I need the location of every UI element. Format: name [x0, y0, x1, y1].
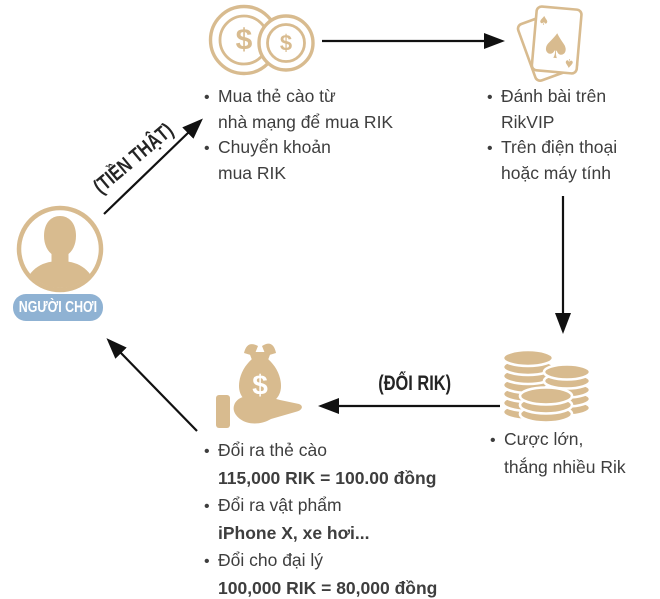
coin-stacks-icon — [502, 348, 592, 424]
bullet-icon: • — [204, 89, 210, 106]
list-item: iPhone X, xe hơi... — [218, 523, 370, 543]
money-bag-hand-icon: $ — [216, 343, 302, 428]
spade-glyph: ♠ — [563, 56, 575, 71]
playing-cards-icon: ♠ ♠ ♠ — [516, 5, 583, 82]
spade-glyph: ♠ — [539, 26, 573, 69]
list-item: • Đổi ra thẻ cào — [204, 437, 437, 465]
list-item: thắng nhiều Rik — [504, 457, 626, 477]
bullet-icon: • — [204, 553, 210, 570]
bullet-icon: • — [204, 443, 210, 460]
real-money-label: (TIỀN THẬT) — [89, 118, 178, 199]
player-avatar-icon — [16, 205, 104, 293]
bullet-icon: • — [204, 140, 210, 157]
list-item: hoặc máy tính — [501, 163, 611, 183]
dollar-glyph: $ — [236, 24, 253, 57]
list-item: mua RIK — [218, 163, 287, 183]
list-item: • Đổi cho đại lý — [204, 547, 437, 575]
coins-icon: $ $ — [208, 4, 315, 76]
list-item: • Trên điện thoại — [487, 135, 617, 161]
player-label: NGƯỜI CHƠI — [18, 298, 98, 316]
exchange-rik-label: (ĐỔI RIK) — [378, 372, 452, 395]
buy-step-text: • Mua thẻ cào từ nhà mạng để mua RIK • C… — [204, 84, 393, 186]
play-step-text: • Đánh bài trên RikVIP • Trên điện thoại… — [487, 84, 617, 186]
arrow-redeem-to-player — [106, 338, 198, 432]
list-item: 100,000 RIK = 80,000 đồng — [218, 578, 438, 598]
list-item: • Chuyển khoản — [204, 135, 393, 161]
bullet-icon: • — [487, 89, 493, 106]
dollar-glyph: $ — [252, 370, 268, 401]
bullet-icon: • — [487, 140, 493, 157]
win-step-text: • Cược lớn, thắng nhiều Rik — [490, 426, 626, 481]
list-item: • Mua thẻ cào từ — [204, 84, 393, 110]
list-item: • Đổi ra vật phẩm — [204, 492, 437, 520]
bullet-icon: • — [204, 498, 210, 515]
list-item: nhà mạng để mua RIK — [218, 112, 394, 132]
list-item: • Đánh bài trên — [487, 84, 617, 110]
list-item: • Cược lớn, — [490, 426, 626, 454]
dollar-glyph: $ — [280, 31, 292, 56]
bullet-icon: • — [490, 432, 496, 449]
spade-glyph: ♠ — [538, 13, 550, 28]
redeem-step-text: • Đổi ra thẻ cào 115,000 RIK = 100.00 đồ… — [204, 437, 437, 599]
list-item: RikVIP — [501, 112, 555, 132]
list-item: 115,000 RIK = 100.00 đồng — [218, 468, 437, 488]
player-badge: NGƯỜI CHƠI — [13, 294, 103, 321]
